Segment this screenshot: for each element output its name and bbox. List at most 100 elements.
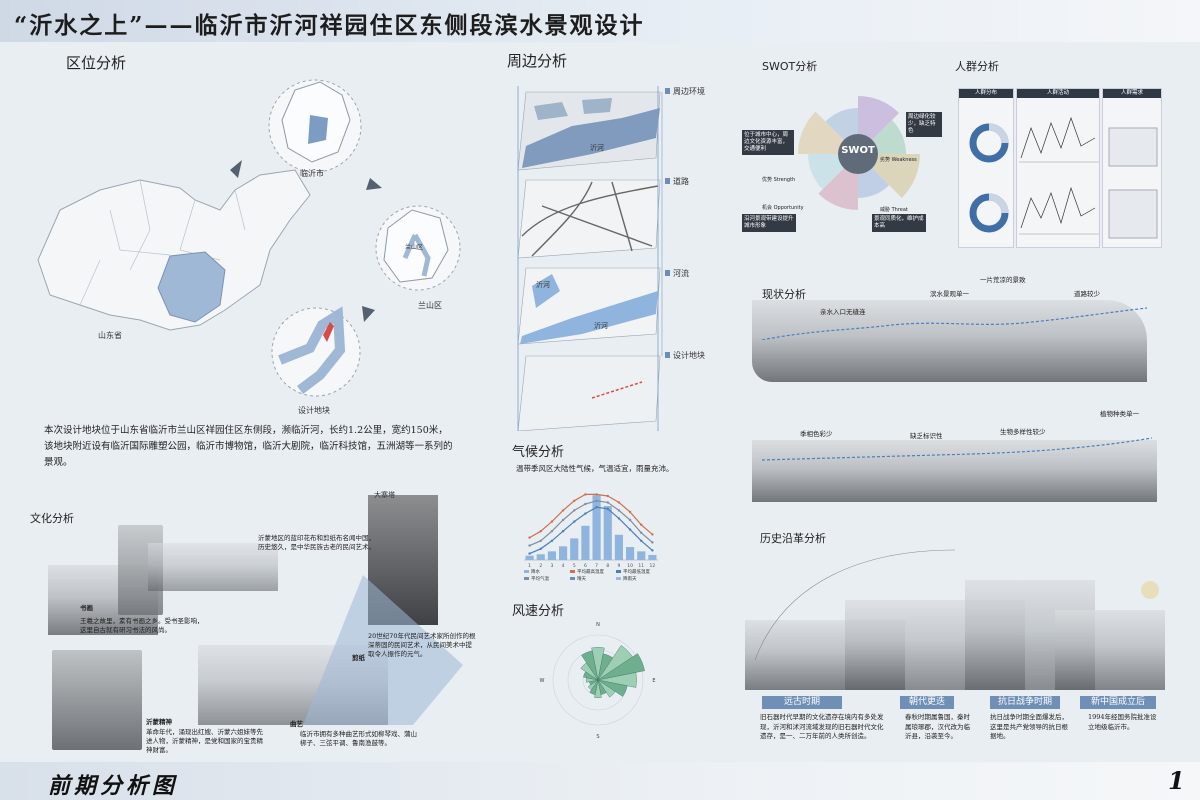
culture-collage: [48, 495, 468, 755]
swot-text-w: 周边绿化较少，缺乏特色: [906, 112, 942, 137]
arrow-2: [366, 178, 382, 190]
rain-bar: [592, 495, 601, 560]
legend-swatch: [570, 570, 575, 573]
swot-text-t: 景观同质化，维护成本高: [872, 214, 926, 232]
swot-label-t: 威胁 Threat: [880, 207, 908, 213]
status-note-5: 季相色彩少: [800, 430, 833, 438]
temp-line-3: [529, 500, 653, 547]
temp-point: [539, 530, 542, 533]
location-description: 本次设计地块位于山东省临沂市兰山区祥园住区东侧段，濒临沂河，长约1.2公里，宽约…: [44, 425, 453, 468]
temp-point: [528, 552, 531, 555]
temp-point: [528, 544, 531, 547]
x-tick-label: 3: [550, 563, 553, 569]
swot-center-label: SWOT: [841, 145, 875, 156]
rain-bar: [648, 554, 657, 560]
rose-petal: [581, 650, 599, 681]
rain-bar: [637, 551, 646, 560]
temp-point: [617, 517, 621, 520]
era-text-modern: 1994年经国务院批准设立地级临沂市。: [1088, 713, 1157, 731]
x-tick-label: 11: [638, 563, 644, 569]
legend-swatch: [524, 570, 529, 573]
rain-bar: [581, 525, 590, 560]
layer-label-site: 设计地块: [673, 351, 705, 360]
x-tick-label: 10: [627, 563, 633, 569]
status-note-3: 一片荒凉的景致: [980, 276, 1026, 284]
temp-point: [595, 506, 598, 509]
temp-point: [617, 509, 621, 512]
swot-text-o: 沿河景观带建设提升城市形象: [742, 214, 796, 232]
mountain-photo: [148, 543, 278, 591]
climate-heading: 气候分析: [512, 445, 565, 460]
legend-swatch: [616, 570, 621, 573]
page-number: 1: [1168, 766, 1185, 795]
x-tick-label: 6: [584, 563, 587, 569]
legend-swatch: [616, 577, 621, 580]
temp-point: [584, 502, 587, 506]
district-label: 兰山区: [418, 301, 442, 310]
temp-point: [561, 530, 565, 533]
temp-point: [561, 518, 565, 522]
history-modern-photo: [1055, 610, 1165, 690]
temp-point: [617, 501, 621, 504]
location-heading: 区位分析: [66, 54, 127, 72]
era-label-dynasty: 朝代更迭: [900, 696, 954, 709]
era-label-ancient: 远古时期: [762, 696, 842, 709]
rain-bar: [525, 555, 534, 560]
rose-petal: [597, 679, 628, 697]
footer-title: 前期分析图: [48, 773, 179, 799]
temp-point: [628, 518, 632, 522]
era-text-war: 抗日战争时期全面爆发后，这里是共产党领导的抗日根据地。: [990, 713, 1068, 740]
swot-text-s: 位于城市中心，周边文化资源丰富，交通便利: [742, 130, 794, 155]
history-heading: 历史沿革分析: [760, 532, 826, 545]
rose-petal: [591, 647, 605, 681]
temp-point: [550, 530, 554, 533]
temp-point: [640, 523, 643, 526]
x-tick-label: 2: [539, 563, 542, 569]
rain-bar: [536, 554, 545, 560]
status-note-7: 生物多样性较少: [1000, 428, 1046, 436]
arrow-3: [362, 306, 375, 322]
layer-label-roads: 道路: [673, 177, 689, 186]
temp-point: [628, 528, 632, 531]
river-label-1: 沂河: [590, 144, 604, 152]
x-tick-label: 12: [650, 563, 656, 569]
temp-line-2: [529, 506, 653, 555]
rain-bar: [603, 506, 612, 560]
status-photo-bottom: [752, 440, 1157, 502]
layer-environment: [517, 91, 661, 171]
temp-point: [628, 510, 632, 514]
status-heading: 现状分析: [762, 288, 806, 301]
surroundings-heading: 周边分析: [507, 52, 568, 70]
crowd-heading: 人群分析: [955, 60, 999, 73]
layer-rivers: [517, 267, 661, 345]
swot-heading: SWOT分析: [762, 60, 818, 73]
culture-text-spirit: 革命年代，涌现出红嫂、沂蒙六姐妹等先进人物，沂蒙精神，是党和国家的宝贵精神财富。: [146, 728, 263, 754]
district-map: [383, 209, 449, 283]
tag-papercut: 剪纸: [352, 654, 365, 662]
era-label-modern: 新中国成立后: [1080, 696, 1156, 709]
footer-bar: [0, 762, 1200, 800]
linyi-highlight: [157, 251, 226, 323]
x-tick-label: 1: [528, 563, 531, 569]
legend-entry: 降水: [531, 568, 540, 575]
swot-label-o: 机会 Opportunity: [762, 205, 804, 211]
status-note-8: 植物种类单一: [1100, 410, 1139, 418]
x-tick-label: 8: [606, 563, 609, 569]
temp-point: [606, 494, 609, 498]
layer-label-environment: 周边环境: [673, 87, 705, 96]
layer-roads: [517, 179, 661, 259]
legend-swatch: [570, 577, 575, 580]
rose-petal: [594, 679, 602, 699]
rain-bar: [547, 551, 556, 560]
surroundings-layers: [517, 86, 670, 431]
era-label-war: 抗日战争时期: [990, 696, 1060, 709]
climate-subtitle: 温带季风区大陆性气候，气温适宜，雨量充沛。: [516, 464, 674, 473]
temp-point: [573, 520, 576, 523]
rain-bar: [559, 546, 568, 560]
page-title: “沂水之上”——临沂市沂河祥园住区东侧段滨水景观设计: [14, 12, 645, 39]
temp-point: [573, 509, 576, 512]
tag-opera: 曲艺: [290, 720, 303, 728]
status-note-6: 缺乏标识性: [910, 432, 943, 440]
x-tick-label: 9: [617, 563, 620, 569]
temp-point: [606, 501, 609, 504]
